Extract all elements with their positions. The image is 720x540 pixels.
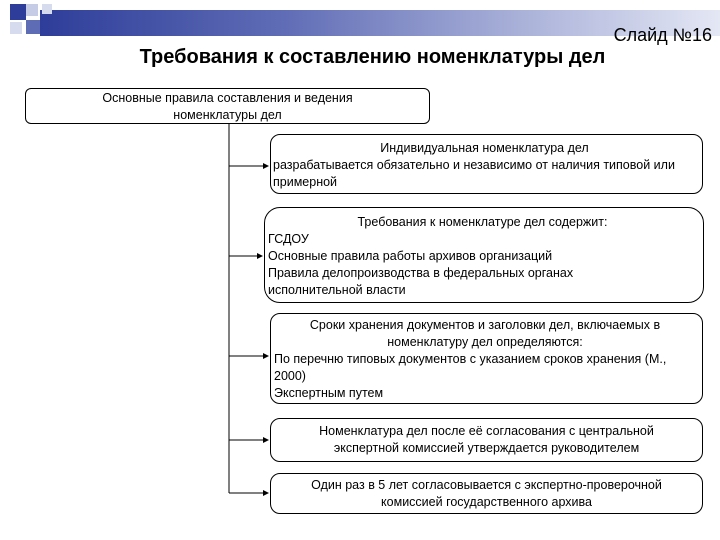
root-box: Основные правила составления и ведения н…	[25, 88, 430, 124]
child-item: По перечню типовых документов с указание…	[274, 352, 667, 383]
child-heading: Индивидуальная номенклатура дел	[380, 141, 589, 155]
root-line: номенклатуры дел	[173, 108, 282, 122]
slide-title: Требования к составлению номенклатуры де…	[139, 46, 606, 68]
child-box-five-years: Один раз в 5 лет согласовывается с экспе…	[270, 473, 703, 514]
decor-square	[26, 4, 38, 16]
child-box-retention: Сроки хранения документов и заголовки де…	[270, 313, 703, 404]
child-item: Основные правила работы архивов организа…	[268, 249, 553, 263]
child-heading: Сроки хранения документов и заголовки де…	[309, 318, 661, 349]
child-heading: Требования к номенклатуре дел содержит:	[357, 215, 608, 229]
slide-number: Слайд №16	[613, 25, 712, 45]
child-item: Правила делопроизводства в федеральных о…	[268, 266, 574, 297]
child-heading: Номенклатура дел после её согласования с…	[319, 424, 654, 455]
decor-square	[26, 20, 40, 34]
child-item: разрабатывается обязательно и независимо…	[273, 158, 675, 189]
child-item: ГСДОУ	[268, 232, 309, 246]
child-box-requirements: Требования к номенклатуре дел содержит: …	[264, 207, 704, 303]
child-item: Экспертным путем	[274, 386, 384, 400]
child-box-approval: Номенклатура дел после её согласования с…	[270, 418, 703, 462]
header-gradient-band	[40, 10, 720, 36]
decor-square	[10, 4, 26, 20]
root-line: Основные правила составления и ведения	[102, 91, 353, 105]
child-heading: Один раз в 5 лет согласовывается с экспе…	[311, 478, 662, 509]
decor-square	[10, 22, 22, 34]
decor-square	[42, 4, 52, 14]
child-box-individual: Индивидуальная номенклатура дел разрабат…	[270, 134, 703, 194]
